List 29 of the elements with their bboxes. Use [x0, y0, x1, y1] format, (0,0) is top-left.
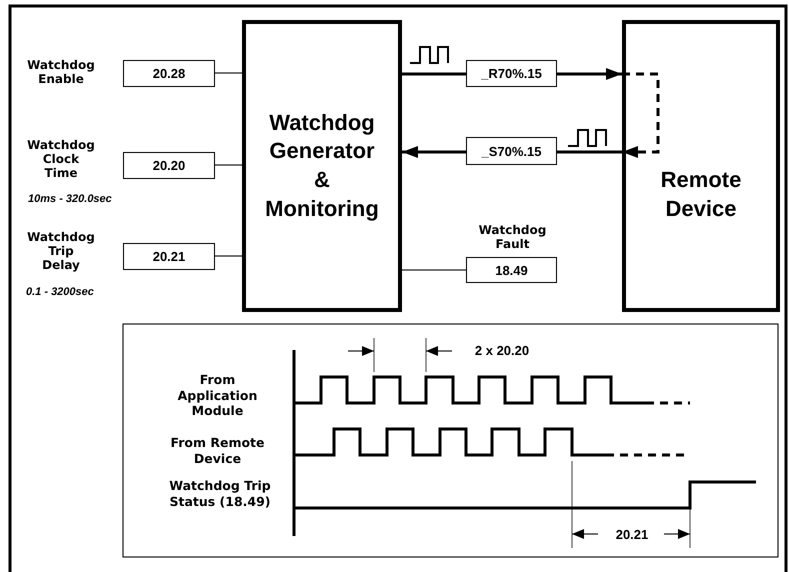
block-box [242, 20, 402, 312]
parameter-value: 20.20 [152, 158, 186, 173]
parameter-value: 18.49 [495, 262, 528, 278]
connector-line [557, 150, 622, 154]
connector-line [214, 164, 242, 166]
signal-label: Watchdog Trip Status (18.49) [168, 478, 272, 510]
arrow [557, 68, 622, 80]
dimension-label: 20.21 [614, 527, 650, 542]
signal-label: Watchdog Clock Time [26, 139, 96, 180]
signal-label: From Application Module [176, 372, 258, 419]
parameter-value: 20.28 [152, 66, 186, 81]
signal-label: Watchdog Fault [478, 224, 548, 252]
connector-line [402, 72, 466, 76]
block-title: Remote Device [660, 166, 742, 223]
arrow [402, 146, 466, 158]
block-box [622, 20, 780, 312]
signal-label: Watchdog Enable [26, 59, 96, 87]
parameter-value: 20.21 [152, 249, 186, 264]
range-note: 0.1 - 3200sec [26, 286, 94, 298]
parameter-box [466, 60, 557, 87]
signal-label: From Remote Device [169, 435, 266, 466]
connector-line [214, 72, 242, 74]
parameter-value: _R70%.15 [481, 66, 542, 81]
range-note: 10ms - 320.0sec [28, 193, 112, 205]
parameter-value: _S70%.15 [482, 144, 542, 158]
block-title: Watchdog Generator & Monitoring [264, 108, 380, 223]
dimension-label: 2 x 20.20 [474, 343, 530, 358]
signal-label: Watchdog Trip Delay [26, 231, 96, 272]
parameter-box [466, 137, 557, 165]
